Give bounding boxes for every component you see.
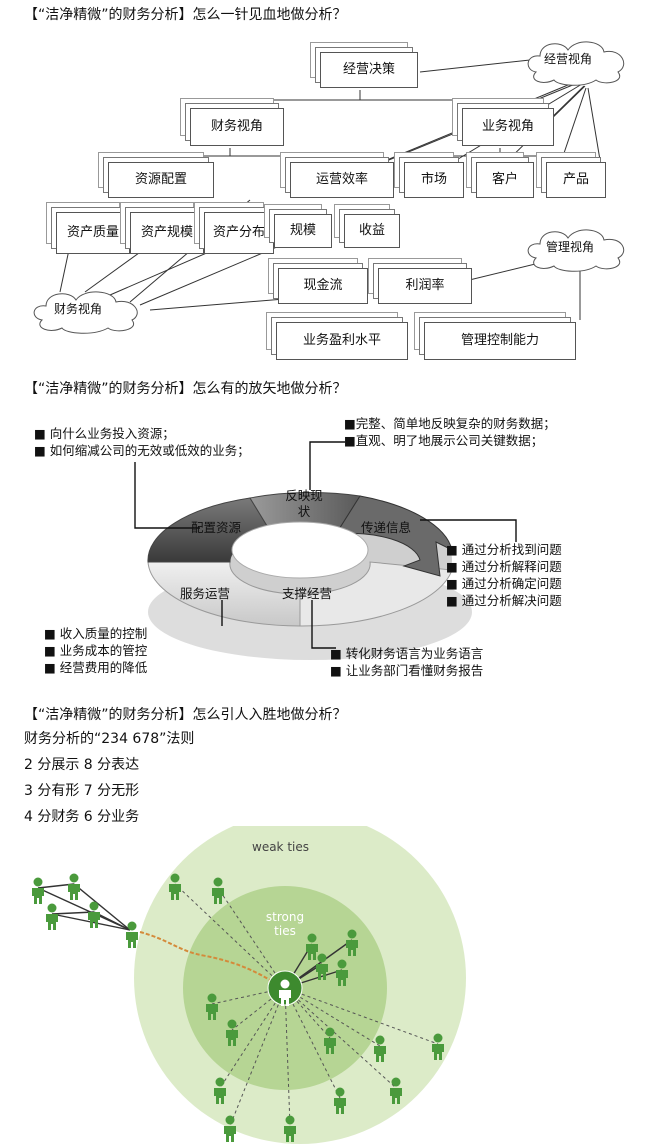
note-left-top-2: ■ 如何缩减公司的无效或低效的业务；: [34, 442, 250, 458]
box-customer: 客户: [476, 162, 534, 198]
cloud-shape-financial: [33, 291, 138, 334]
box-decision: 经营决策: [320, 52, 418, 88]
law-line-1: 2 分展示 8 分表达: [24, 757, 140, 773]
note-right-1: ■ 通过分析找到问题: [446, 542, 562, 557]
label-strong: strong: [265, 910, 305, 924]
cloud-shape-management: [527, 229, 625, 272]
law-title: 财务分析的“234 678”法则: [24, 731, 195, 747]
section1-heading: 【“洁净精微”的财务分析】怎么一针见血地做分析？: [24, 7, 347, 23]
note-right: ■ 通过分析找到问题 ■ 通过分析解释问题 ■ 通过分析确定问题 ■ 通过分析解…: [446, 542, 562, 610]
label-ties: ties: [274, 924, 296, 938]
box-asset-scale: 资产规模: [130, 212, 204, 254]
note-right-3: ■ 通过分析确定问题: [446, 575, 562, 591]
law-line-2: 3 分有形 7 分无形: [24, 783, 140, 799]
ring-diagram: [134, 441, 517, 660]
note-bottom-right: ■ 转化财务语言为业务语言 ■ 让业务部门看懂财务报告: [330, 646, 483, 680]
box-asset-quality: 资产质量: [56, 212, 130, 254]
law-lines: 财务分析的“234 678”法则 2 分展示 8 分表达 3 分有形 7 分无形…: [24, 726, 194, 830]
note-left-top-1: ■ 向什么业务投入资源；: [34, 426, 175, 441]
note-right-2: ■ 通过分析解释问题: [446, 558, 562, 574]
cloud-shape-operation: [527, 41, 625, 86]
ring-label-support: 支撑经营: [281, 586, 332, 601]
box-product: 产品: [546, 162, 606, 198]
ring-label-reflect: 反映现状: [285, 488, 323, 520]
note-top-right-1: ■完整、简单地反映复杂的财务数据；: [344, 416, 556, 431]
cloud-financial-view: 财务视角: [54, 302, 103, 316]
box-profit-rate: 利润率: [378, 268, 472, 304]
box-business-view: 业务视角: [462, 108, 554, 146]
note-left-top: ■ 向什么业务投入资源； ■ 如何缩减公司的无效或低效的业务；: [34, 426, 264, 460]
note-right-4: ■ 通过分析解决问题: [446, 592, 562, 608]
note-bottom-left-1: ■ 收入质量的控制: [44, 626, 148, 641]
box-asset-dist: 资产分布: [204, 212, 274, 254]
ties-diagram: [32, 826, 466, 1144]
box-biz-profit: 业务盈利水平: [276, 322, 408, 360]
note-top-right-2: ■直观、明了地展示公司关键数据；: [344, 432, 544, 448]
label-weak-ties: weak ties: [252, 840, 309, 854]
label-strong-ties: strong ties: [262, 910, 308, 938]
box-market: 市场: [404, 162, 464, 198]
box-revenue: 收益: [344, 214, 400, 248]
box-efficiency: 运营效率: [290, 162, 394, 198]
cloud-operation-view: 经营视角: [544, 52, 593, 66]
note-bottom-left-2: ■ 业务成本的管控: [44, 642, 148, 658]
section2-heading: 【“洁净精微”的财务分析】怎么有的放矢地做分析？: [24, 381, 347, 397]
note-bottom-right-2: ■ 让业务部门看懂财务报告: [330, 662, 484, 678]
box-mgmt-control: 管理控制能力: [424, 322, 576, 360]
box-scale: 规模: [274, 214, 332, 248]
note-top-right: ■完整、简单地反映复杂的财务数据； ■直观、明了地展示公司关键数据；: [344, 416, 564, 450]
box-resource: 资源配置: [108, 162, 214, 198]
note-bottom-right-1: ■ 转化财务语言为业务语言: [330, 646, 484, 661]
law-line-3: 4 分财务 6 分业务: [24, 809, 140, 825]
cloud-management-view: 管理视角: [546, 240, 595, 254]
section3-heading: 【“洁净精微”的财务分析】怎么引人入胜地做分析？: [24, 707, 347, 723]
ring-label-serve: 服务运营: [179, 586, 230, 601]
note-bottom-left-3: ■ 经营费用的降低: [44, 659, 148, 675]
ring-label-transmit: 传递信息: [360, 520, 411, 535]
note-bottom-left: ■ 收入质量的控制 ■ 业务成本的管控 ■ 经营费用的降低: [44, 626, 147, 677]
box-cashflow: 现金流: [278, 268, 368, 304]
ring-label-config: 配置资源: [190, 520, 241, 535]
box-finance-view: 财务视角: [190, 108, 284, 146]
